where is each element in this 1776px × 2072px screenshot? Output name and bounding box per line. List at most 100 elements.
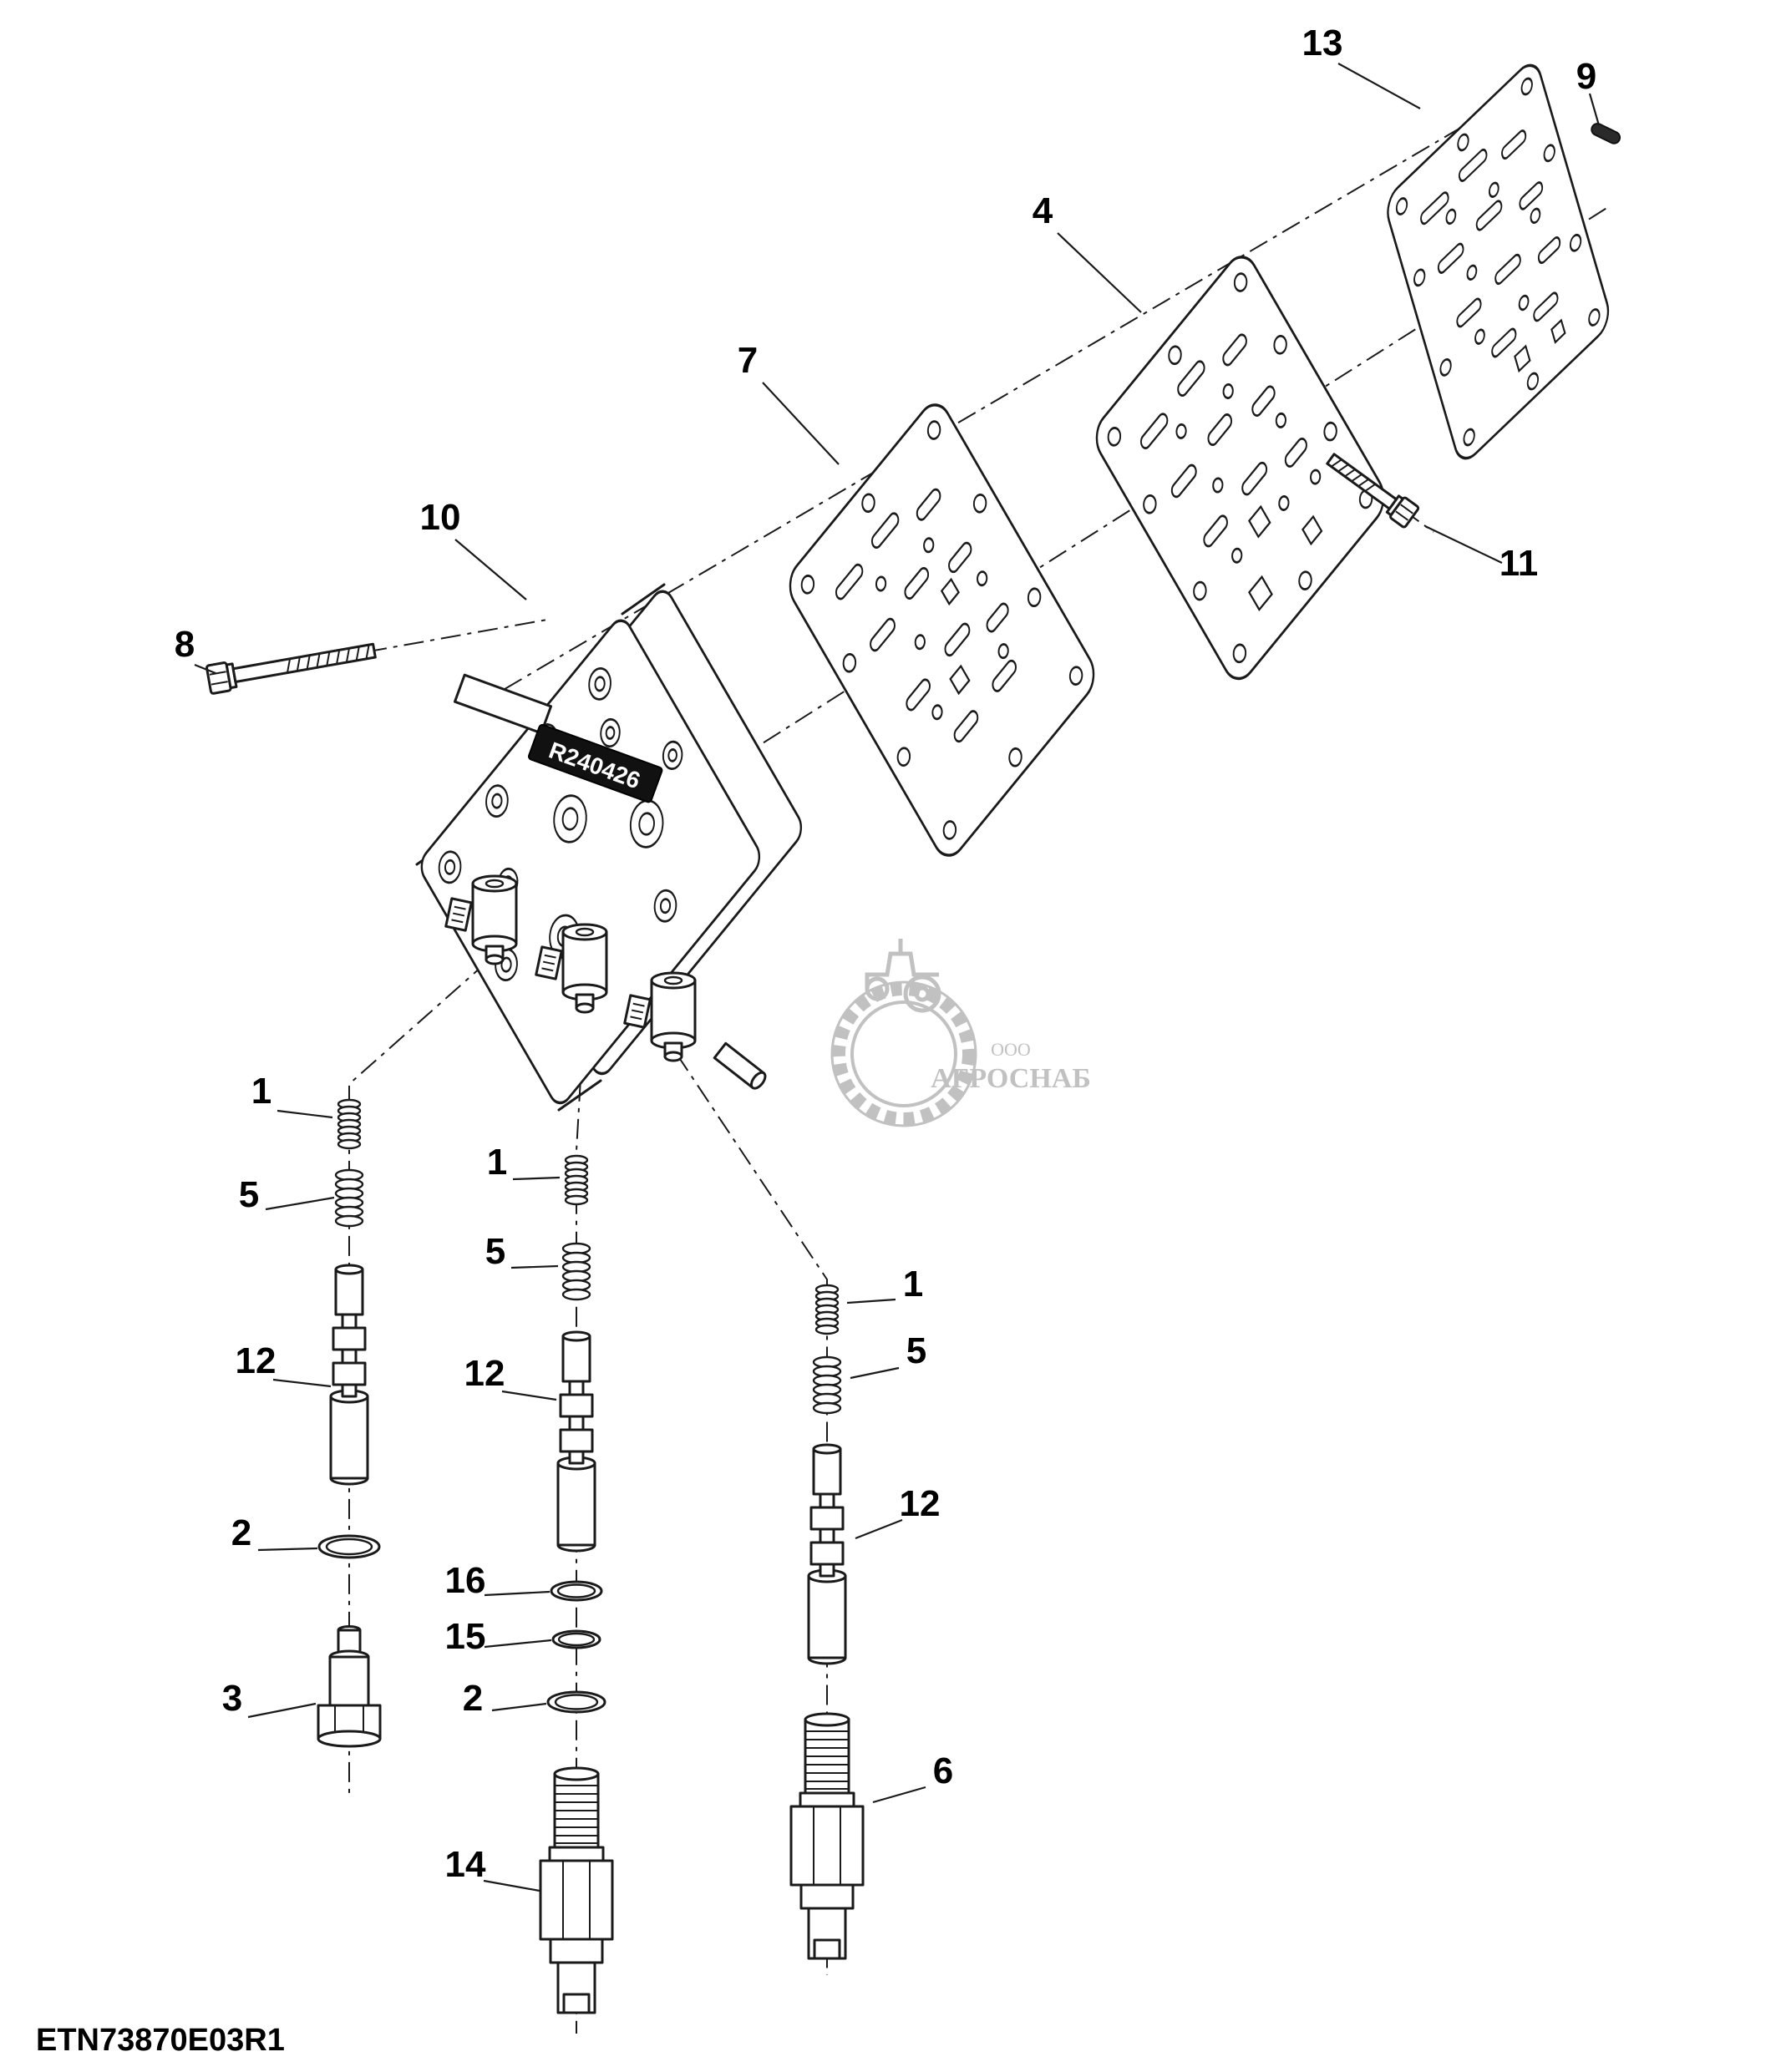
hole (1027, 587, 1042, 608)
stack-c-axis-line (676, 1053, 828, 1975)
hole (896, 747, 911, 768)
leader-line (512, 1176, 561, 1181)
callout-12-b: 12 (464, 1353, 505, 1394)
callout-5-c: 5 (906, 1330, 926, 1371)
leader-line (247, 1702, 317, 1719)
slot (1207, 413, 1233, 447)
gasket-hole-pattern (1395, 77, 1601, 447)
hole (1569, 233, 1582, 252)
leader-line (277, 1109, 333, 1119)
valve-bore-tower (444, 874, 518, 965)
spring-5-stack-c (812, 1355, 842, 1415)
hole (1413, 268, 1426, 287)
slot (1437, 242, 1464, 274)
hole (1175, 423, 1187, 439)
leader-line (194, 663, 216, 675)
slot (1537, 236, 1561, 265)
leader-line (855, 1518, 903, 1540)
hole (972, 493, 987, 514)
hole (1310, 469, 1322, 485)
spring-5-stack-a (334, 1168, 364, 1228)
hole (931, 704, 943, 721)
watermark-company-name: АГРОСНАБ (931, 1063, 1091, 1094)
leader-line (1337, 63, 1421, 109)
hole (875, 575, 887, 592)
callout-2-b: 2 (463, 1678, 483, 1719)
leader-line (1057, 232, 1142, 313)
slot (944, 622, 971, 657)
hole (1275, 412, 1286, 428)
o-ring-15 (551, 1629, 601, 1649)
hole (1193, 580, 1207, 601)
callout-2-a: 2 (231, 1512, 251, 1553)
valve-bore-tower (535, 923, 608, 1014)
slot (953, 710, 979, 743)
o-ring-2-stack-b (546, 1690, 606, 1714)
leader-line (265, 1196, 335, 1211)
hole (1518, 294, 1530, 312)
spring-1-stack-b (564, 1154, 589, 1206)
hole (1107, 427, 1122, 447)
spring-1-stack-c (814, 1284, 840, 1335)
callout-12-c: 12 (900, 1483, 941, 1524)
leader-line (257, 1547, 318, 1552)
gasket-hole-pattern (800, 420, 1083, 840)
leader-line (484, 1590, 551, 1597)
square-hole (940, 577, 960, 606)
gasket-plate-13 (1387, 63, 1610, 460)
hole (1233, 272, 1248, 292)
leader-line (850, 1366, 900, 1380)
hole (1466, 264, 1478, 281)
hole (1231, 547, 1243, 564)
callout-16: 16 (445, 1560, 486, 1601)
hole (1278, 494, 1290, 511)
square-hole (1514, 344, 1531, 373)
gear-icon (832, 982, 976, 1126)
hole (914, 634, 926, 651)
callout-5-b: 5 (485, 1231, 505, 1272)
callout-8: 8 (175, 624, 195, 665)
hole (977, 570, 988, 587)
slot (1475, 200, 1503, 231)
hole (942, 820, 957, 840)
tractor-icon (865, 939, 941, 1013)
square-hole (1248, 504, 1271, 539)
spool-12-stack-b (556, 1330, 596, 1553)
slot (1170, 464, 1197, 499)
leader-line (484, 1639, 552, 1649)
leader-line (272, 1378, 332, 1388)
hole (1588, 308, 1601, 327)
hole (861, 493, 875, 514)
hole (1222, 382, 1234, 399)
slot (904, 566, 930, 600)
callout-3: 3 (222, 1678, 242, 1719)
slot (870, 512, 900, 550)
callout-10: 10 (420, 497, 461, 538)
hole (1323, 421, 1337, 442)
hole (923, 537, 935, 554)
solenoid-valve-14 (539, 1766, 614, 2014)
callout-15: 15 (445, 1616, 486, 1657)
slot (916, 488, 941, 521)
square-hole (1550, 318, 1566, 344)
callout-11: 11 (1499, 543, 1539, 584)
hole (1439, 357, 1452, 377)
blank-id-plate (454, 673, 552, 735)
leader-line (1588, 93, 1601, 126)
o-ring-2-stack-a (317, 1534, 381, 1559)
dowel-pin-9 (1591, 123, 1621, 144)
hole (1445, 208, 1457, 225)
watermark-logo: ООО АГРОСНАБ (830, 939, 1091, 1127)
hole (1463, 428, 1475, 447)
hole (1273, 335, 1287, 355)
spring-5-stack-b (561, 1242, 591, 1301)
solenoid-valve-6 (789, 1712, 865, 1960)
slot (1139, 413, 1169, 449)
bolt-threads (286, 644, 370, 673)
slot (1284, 437, 1307, 468)
leader-line (846, 1298, 896, 1304)
slot (1519, 181, 1544, 210)
spool-12-stack-a (329, 1264, 369, 1486)
hole (1232, 643, 1247, 664)
